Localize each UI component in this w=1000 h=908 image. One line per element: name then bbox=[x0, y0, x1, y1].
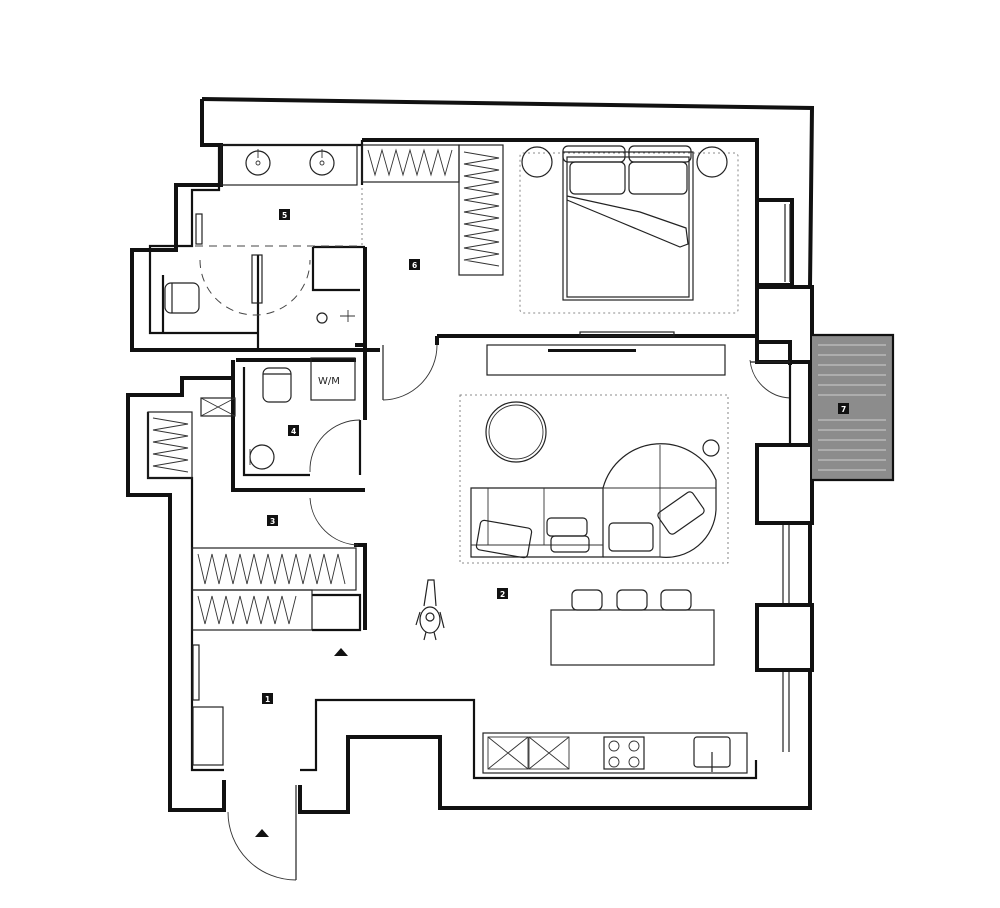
cooktop bbox=[603, 736, 645, 770]
sink-left bbox=[245, 149, 271, 176]
nightstand-left bbox=[521, 146, 553, 178]
bedroom bbox=[519, 145, 739, 337]
wall-pier bbox=[755, 285, 814, 364]
toilet bbox=[164, 282, 200, 314]
doors bbox=[227, 344, 791, 881]
living-room bbox=[459, 344, 748, 774]
wardrobes bbox=[147, 144, 504, 766]
room-tag-6: 6 bbox=[409, 259, 420, 270]
room-tag-2-text: 2 bbox=[500, 590, 505, 599]
room-tag-2: 2 bbox=[497, 588, 508, 599]
wall-pier bbox=[755, 443, 814, 525]
room-tag-5-text: 5 bbox=[282, 211, 287, 220]
window-right-middle bbox=[782, 525, 790, 603]
room-tag-4: 4 bbox=[288, 425, 299, 436]
washroom: W/M bbox=[249, 357, 356, 470]
kitchen-sink bbox=[693, 736, 731, 772]
room-tag-6-text: 6 bbox=[412, 261, 417, 270]
wall-pier bbox=[755, 603, 814, 672]
washing-machine-label: W/M bbox=[318, 376, 340, 387]
outer-walls bbox=[126, 97, 815, 814]
wc-sink bbox=[249, 444, 275, 470]
bathroom bbox=[164, 144, 363, 324]
balcony bbox=[788, 333, 895, 482]
window-right-upper bbox=[755, 198, 794, 287]
room-tag-7-text: 7 bbox=[841, 405, 846, 414]
nightstand-right bbox=[696, 146, 728, 178]
coffee-table bbox=[485, 401, 547, 463]
room-tag-3: 3 bbox=[267, 515, 278, 526]
bed bbox=[562, 145, 694, 301]
room-tag-1-text: 1 bbox=[265, 695, 270, 704]
room-tag-4-text: 4 bbox=[291, 427, 296, 436]
sofa bbox=[470, 443, 717, 559]
kitchen-counter bbox=[482, 732, 748, 774]
room-tag-7: 7 bbox=[838, 403, 849, 414]
entry-arrow-icon bbox=[334, 648, 348, 656]
tv-console bbox=[579, 331, 675, 337]
room-tag-3-text: 3 bbox=[270, 517, 275, 526]
window-right-lower bbox=[782, 672, 790, 752]
interior-walls bbox=[161, 138, 792, 632]
shower-drain bbox=[316, 310, 355, 324]
person-figure-icon bbox=[415, 579, 445, 641]
room-tag-1: 1 bbox=[262, 693, 273, 704]
room-tag-5: 5 bbox=[279, 209, 290, 220]
sink-right bbox=[309, 149, 335, 176]
wc-toilet bbox=[262, 367, 292, 403]
entry-arrow-icon bbox=[255, 829, 269, 837]
side-table bbox=[702, 439, 720, 457]
dining-table bbox=[550, 589, 715, 666]
